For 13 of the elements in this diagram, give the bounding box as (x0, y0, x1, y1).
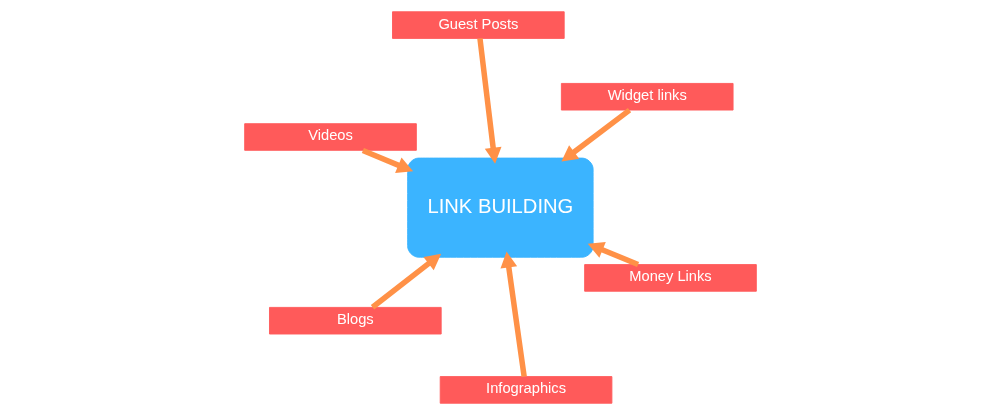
node-box: Blogs (269, 306, 442, 335)
node-box: Money Links (584, 264, 757, 292)
node-box: Infographics (439, 376, 613, 404)
node-box: Guest Posts (392, 11, 565, 39)
arrow (587, 242, 640, 268)
node-box: Videos (244, 123, 417, 151)
arrow (361, 147, 414, 173)
node-box: LINK BUILDING (407, 157, 594, 258)
node-box: Widget links (560, 82, 734, 111)
arrow (477, 38, 502, 164)
arrow (561, 107, 632, 162)
arrow (370, 253, 442, 310)
arrow (500, 251, 527, 377)
